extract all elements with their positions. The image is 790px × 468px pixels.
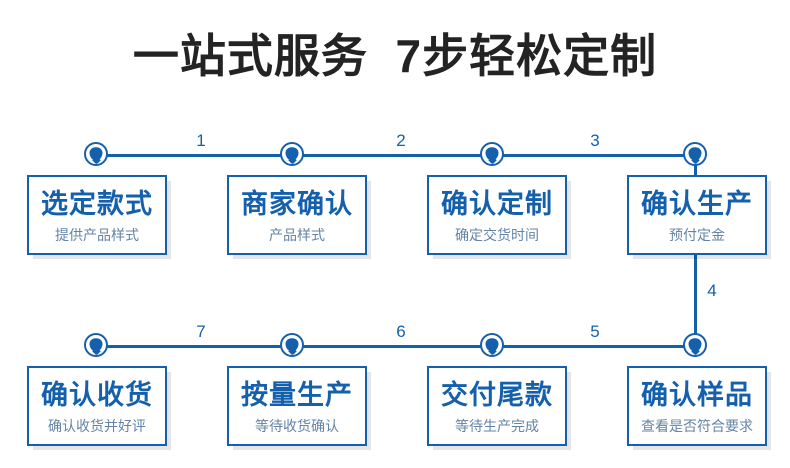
- pin-icon: [285, 338, 299, 352]
- step-box-title: 确认样品: [641, 379, 753, 410]
- connector-line-7: [96, 345, 292, 348]
- step-number-4: 4: [707, 281, 717, 300]
- step-box-subtitle: 产品样式: [269, 226, 325, 243]
- step-marker-1[interactable]: [84, 142, 108, 166]
- connector-line-2: [292, 154, 492, 157]
- step-number-3: 3: [590, 131, 600, 150]
- step-marker-6[interactable]: [280, 333, 304, 357]
- connector-line-1: [96, 154, 292, 157]
- step-box-title: 确认定制: [441, 188, 553, 219]
- pin-icon: [688, 338, 702, 352]
- step-box-4[interactable]: 确认生产 预付定金: [627, 175, 767, 255]
- pin-icon: [89, 338, 103, 352]
- step-box-sample[interactable]: 确认样品 查看是否符合要求: [627, 366, 767, 446]
- pin-icon: [485, 147, 499, 161]
- step-number-7: 7: [196, 322, 206, 341]
- step-box-title: 确认生产: [641, 188, 753, 219]
- step-box-7[interactable]: 确认收货 确认收货并好评: [27, 366, 167, 446]
- step-marker-sample[interactable]: [683, 333, 707, 357]
- step-marker-3[interactable]: [480, 142, 504, 166]
- connector-line-3: [492, 154, 695, 157]
- step-box-title: 选定款式: [41, 188, 153, 219]
- step-box-subtitle: 提供产品样式: [55, 226, 139, 243]
- page-title: 一站式服务 7步轻松定制: [132, 30, 658, 82]
- step-box-6[interactable]: 按量生产 等待收货确认: [227, 366, 367, 446]
- step-box-subtitle: 确认收货并好评: [48, 417, 146, 434]
- step-box-title: 商家确认: [241, 188, 353, 219]
- step-box-title: 按量生产: [241, 379, 353, 410]
- step-number-2: 2: [396, 131, 406, 150]
- step-box-1[interactable]: 选定款式 提供产品样式: [27, 175, 167, 255]
- step-box-subtitle: 查看是否符合要求: [641, 417, 753, 434]
- step-number-1: 1: [196, 131, 206, 150]
- step-marker-2[interactable]: [280, 142, 304, 166]
- step-number-5: 5: [590, 322, 600, 341]
- step-box-5[interactable]: 交付尾款 等待生产完成: [427, 366, 567, 446]
- step-box-title: 确认收货: [41, 379, 153, 410]
- pin-icon: [89, 147, 103, 161]
- step-marker-7[interactable]: [84, 333, 108, 357]
- step-marker-4[interactable]: [683, 142, 707, 166]
- step-box-subtitle: 确定交货时间: [455, 226, 539, 243]
- step-marker-5[interactable]: [480, 333, 504, 357]
- step-box-title: 交付尾款: [441, 379, 553, 410]
- pin-icon: [485, 338, 499, 352]
- step-box-subtitle: 等待收货确认: [255, 417, 339, 434]
- connector-line-5: [492, 345, 695, 348]
- step-box-subtitle: 等待生产完成: [455, 417, 539, 434]
- pin-icon: [285, 147, 299, 161]
- pin-icon: [688, 147, 702, 161]
- step-box-subtitle: 预付定金: [669, 226, 725, 243]
- step-box-3[interactable]: 确认定制 确定交货时间: [427, 175, 567, 255]
- step-box-2[interactable]: 商家确认 产品样式: [227, 175, 367, 255]
- connector-line-6: [292, 345, 492, 348]
- step-number-6: 6: [396, 322, 406, 341]
